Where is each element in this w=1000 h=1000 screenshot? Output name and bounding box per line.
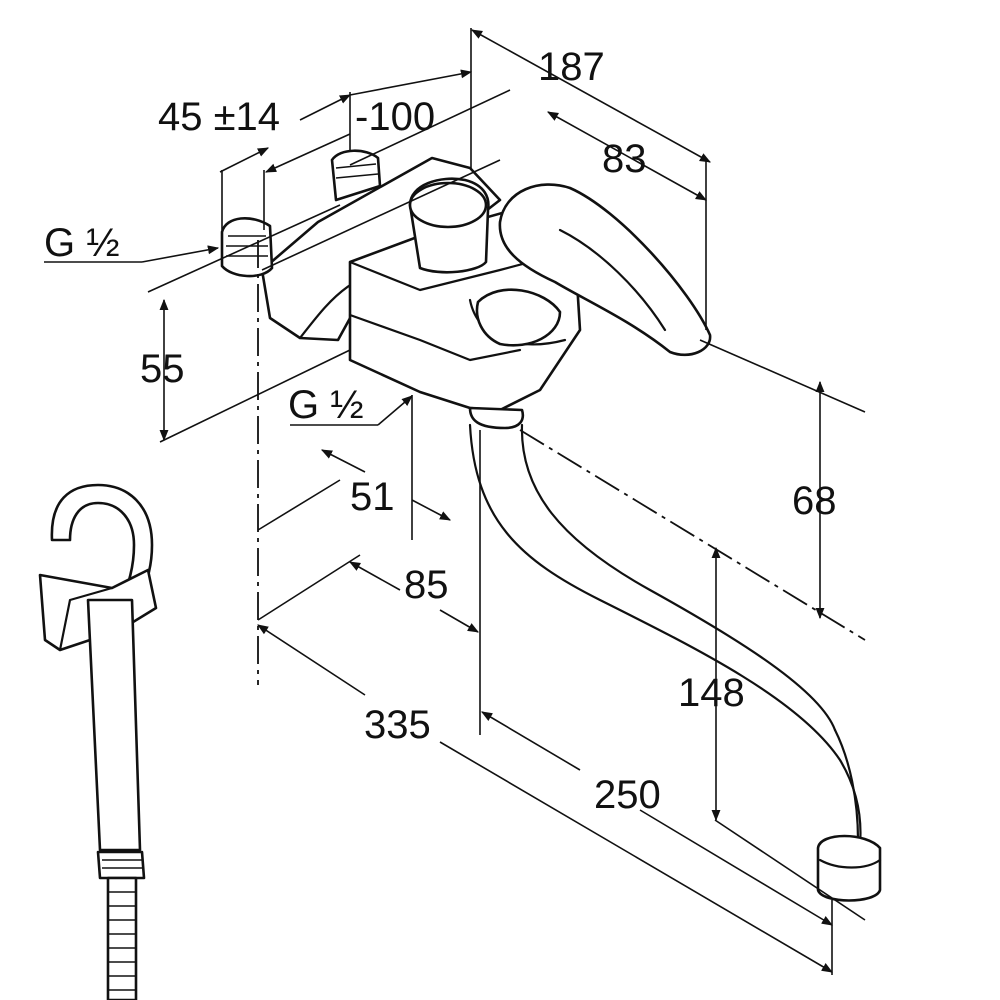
extension-lines	[147, 28, 866, 975]
dim-335-label: 335	[364, 703, 431, 747]
dimension-lines	[44, 29, 833, 973]
dim-100-label: -100	[355, 95, 435, 139]
inlet-connector-right	[330, 149, 382, 202]
hand-shower	[38, 483, 158, 1000]
dim-55-label: 55	[140, 347, 185, 391]
dim-148-label: 148	[678, 671, 745, 715]
dim-68-label: 68	[792, 479, 837, 523]
dim-187-label: 187	[538, 45, 605, 89]
dim-85-label: 85	[404, 563, 449, 607]
thread-top-label: G ½	[44, 221, 120, 265]
dim-250-label: 250	[594, 773, 661, 817]
dim-45-label: 45 ±14	[158, 95, 280, 139]
thread-bottom-label: G ½	[288, 383, 364, 427]
dim-51-label: 51	[350, 475, 395, 519]
diverter-knob	[408, 177, 490, 274]
dim-83-label: 83	[602, 137, 647, 181]
spout	[468, 406, 882, 902]
